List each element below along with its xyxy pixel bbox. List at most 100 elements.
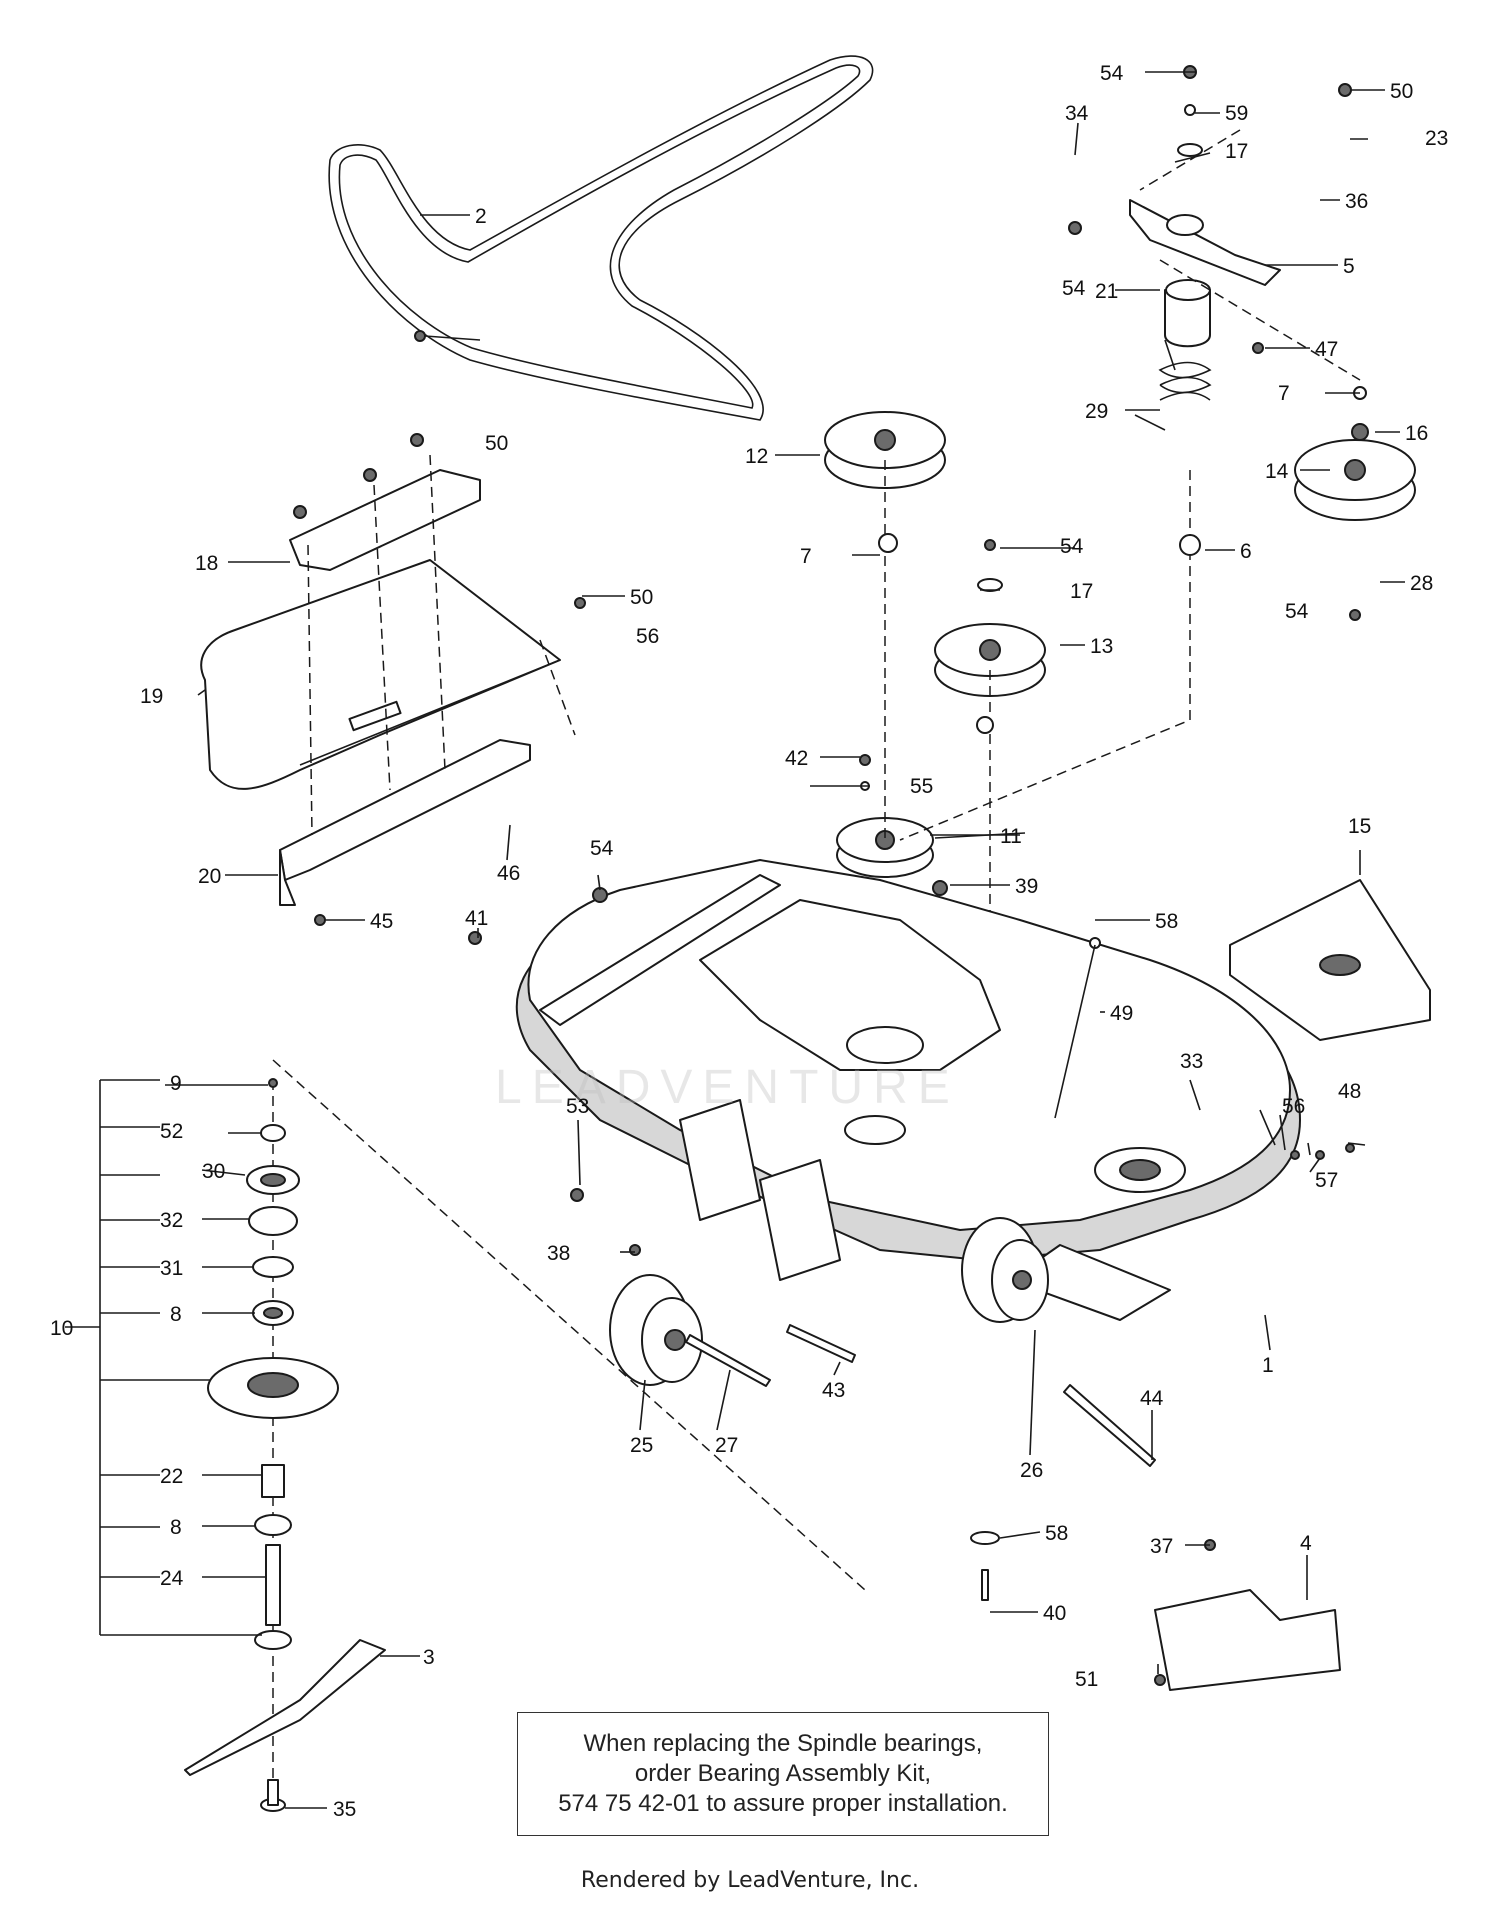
wheel-shaft-43	[786, 1324, 856, 1363]
callout-20: 20	[198, 865, 221, 888]
callout-7a: 7	[1278, 382, 1290, 405]
callout-28: 28	[1410, 572, 1433, 595]
callout-49: 49	[1110, 1002, 1133, 1025]
deck-front-lift-brackets	[679, 1099, 841, 1281]
callout-24: 24	[160, 1567, 184, 1590]
callout-13: 13	[1090, 635, 1113, 658]
callout-59: 59	[1225, 102, 1248, 125]
top-shield-15	[1229, 879, 1431, 1041]
belt-cover-support-20	[279, 739, 531, 906]
callout-57: 57	[1315, 1169, 1338, 1192]
gauge-wheel-25	[609, 1274, 703, 1386]
gauge-wheel-26	[961, 1217, 1049, 1323]
callout-39: 39	[1015, 875, 1038, 898]
callout-6: 6	[1240, 540, 1252, 563]
callout-27: 27	[715, 1434, 738, 1457]
callout-54b: 54	[1062, 277, 1086, 300]
callout-21: 21	[1095, 280, 1118, 303]
front-bar	[539, 874, 781, 1026]
callout-45: 45	[370, 910, 393, 933]
footer-credit: Rendered by LeadVenture, Inc.	[580, 1868, 920, 1893]
idler-pulley-14	[1294, 439, 1416, 521]
callout-34: 34	[1065, 102, 1089, 125]
callout-2: 2	[475, 205, 487, 228]
callout-54a: 54	[1100, 62, 1124, 85]
wheel-shaft-27	[685, 1334, 771, 1387]
blade-bolt-35	[260, 1779, 286, 1812]
watermark-text: LEADVENTURE	[495, 1061, 960, 1114]
callout-30: 30	[202, 1160, 225, 1183]
callout-41: 41	[465, 907, 488, 930]
callout-19: 19	[140, 685, 163, 708]
callout-8b: 8	[170, 1516, 182, 1539]
callout-9: 9	[170, 1072, 182, 1095]
note-line-2: order Bearing Assembly Kit,	[634, 1760, 932, 1787]
callout-15: 15	[1348, 815, 1371, 838]
callout-46: 46	[497, 862, 520, 885]
callout-25: 25	[630, 1434, 653, 1457]
callout-54e: 54	[590, 837, 614, 860]
callout-8a: 8	[170, 1303, 182, 1326]
callout-48: 48	[1338, 1080, 1361, 1103]
callout-26: 26	[1020, 1459, 1043, 1482]
spindle-stack	[207, 1078, 339, 1650]
callout-10: 10	[50, 1317, 73, 1340]
callout-17b: 17	[1070, 580, 1093, 603]
callout-52: 52	[160, 1120, 183, 1143]
callout-40: 40	[1043, 1602, 1066, 1625]
note-line-3: 574 75 42-01 to assure proper installati…	[558, 1790, 1008, 1817]
callout-58b: 58	[1045, 1522, 1068, 1545]
callout-7b: 7	[800, 545, 812, 568]
callout-58a: 58	[1155, 910, 1178, 933]
callout-12: 12	[745, 445, 768, 468]
belt-cover-19	[200, 559, 561, 790]
callout-16: 16	[1405, 422, 1428, 445]
callout-54c: 54	[1060, 535, 1084, 558]
callout-18: 18	[195, 552, 218, 575]
callout-56b: 56	[636, 625, 659, 648]
callout-51: 51	[1075, 1668, 1098, 1691]
callout-1: 1	[1262, 1354, 1274, 1377]
callout-3: 3	[423, 1646, 435, 1669]
pin-44	[1063, 1384, 1156, 1467]
callout-5: 5	[1343, 255, 1355, 278]
callout-55: 55	[910, 775, 933, 798]
callout-53: 53	[566, 1095, 589, 1118]
leader-lines	[65, 71, 1405, 1809]
callout-36: 36	[1345, 190, 1368, 213]
callout-50b: 50	[485, 432, 508, 455]
belt-cover-bracket-18	[289, 433, 481, 571]
hardware-fasteners	[314, 65, 1369, 1686]
callout-33: 33	[1180, 1050, 1203, 1073]
callout-43: 43	[822, 1379, 845, 1402]
mower-blade-3	[184, 1639, 386, 1776]
note-line-1: When replacing the Spindle bearings,	[583, 1730, 983, 1757]
callout-44: 44	[1140, 1387, 1164, 1410]
drive-belt	[328, 55, 874, 421]
callout-29: 29	[1085, 400, 1108, 423]
callout-23: 23	[1425, 127, 1448, 150]
callout-35: 35	[333, 1798, 356, 1821]
callout-labels: 1 2 3 4 5 6 7 7 8 8 9 10 11 12 13 14 15 …	[50, 62, 1448, 1821]
callout-54d: 54	[1285, 600, 1309, 623]
idler-spring-29	[1134, 339, 1212, 431]
callout-32: 32	[160, 1209, 183, 1232]
callout-50a: 50	[1390, 80, 1413, 103]
callout-50c: 50	[630, 586, 653, 609]
callout-22: 22	[160, 1465, 183, 1488]
callout-17a: 17	[1225, 140, 1248, 163]
bracket-4	[1154, 1589, 1341, 1691]
callout-14: 14	[1265, 460, 1289, 483]
callout-42: 42	[785, 747, 808, 770]
idler-arm-5	[1129, 199, 1281, 286]
idler-bushing-21	[1164, 279, 1211, 348]
idler-pulley-13	[934, 623, 1046, 697]
callout-56a: 56	[1282, 1095, 1305, 1118]
callout-47: 47	[1315, 338, 1338, 361]
callout-11: 11	[1000, 825, 1022, 848]
spindle-pulley-11	[836, 817, 934, 878]
bearing-kit-note: When replacing the Spindle bearings, ord…	[517, 1712, 1049, 1836]
callout-37: 37	[1150, 1535, 1173, 1558]
callout-38: 38	[547, 1242, 570, 1265]
